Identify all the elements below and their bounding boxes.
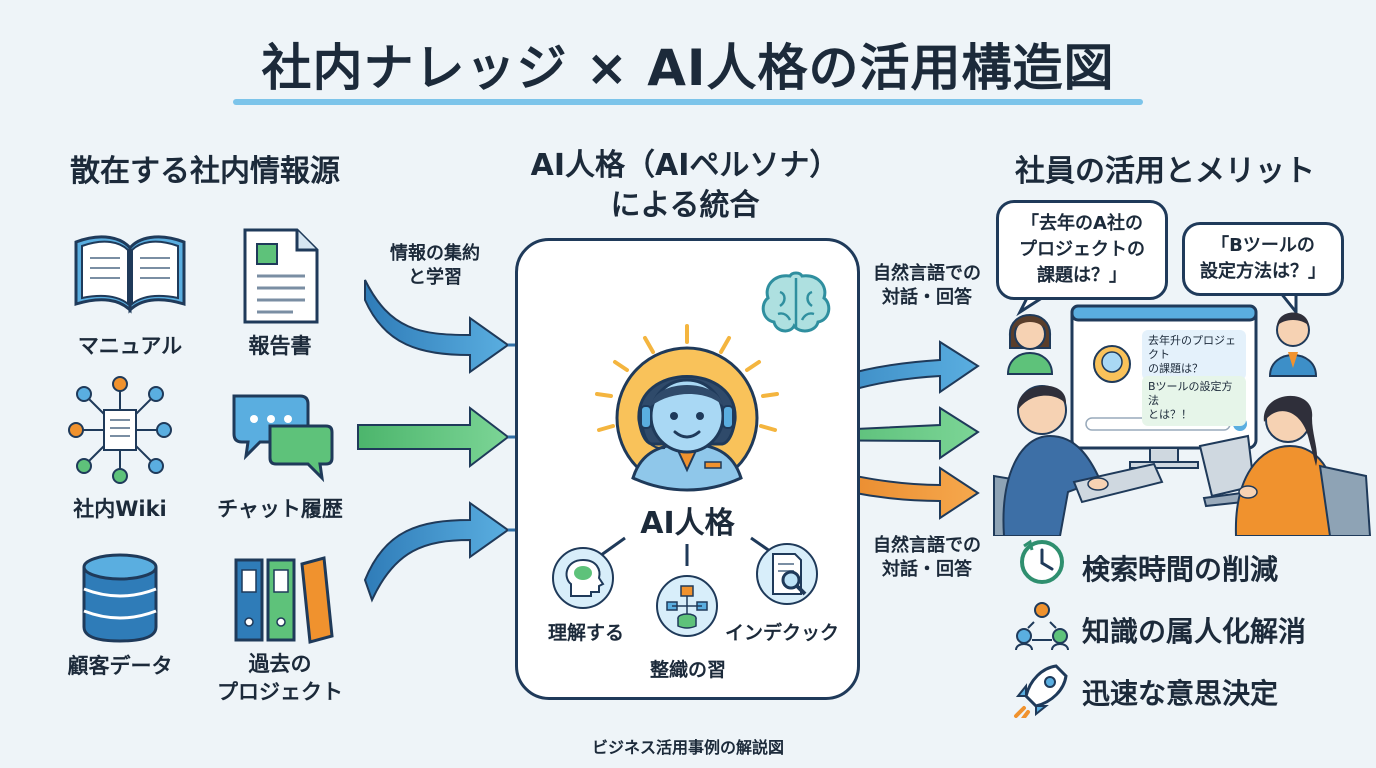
screen-msg1-line2: の課題は？ [1148, 362, 1203, 375]
flow-label-aggregation-line1: 情報の集約 [390, 243, 480, 264]
source-label-manual: マニュアル [77, 334, 183, 358]
source-label-customer-data: 顧客データ [67, 654, 173, 678]
center-section-heading: AI人格（AIペルソナ） による統合 [480, 146, 890, 226]
people-sharing-icon [1015, 602, 1069, 651]
flow-label-aggregation: 情報の集約 と学習 [375, 242, 495, 290]
screen-message-project: 去年升のプロジェクト の課題は？ [1142, 330, 1246, 380]
binders-icon [234, 556, 334, 644]
speech-bubble-tool-question: 「Bツールの 設定方法は？」 [1182, 222, 1344, 296]
source-label-report: 報告書 [248, 334, 312, 358]
database-icon [82, 553, 158, 643]
speech-bubble-project-question: 「去年のA社の プロジェクトの 課題は？」 [996, 200, 1168, 300]
employee-man-icon [1268, 312, 1318, 377]
screen-msg1-line1: 去年升のプロジェクト [1148, 334, 1236, 361]
function-label-index: インデクック [724, 622, 839, 644]
clock-icon [1020, 539, 1064, 584]
bubble2-line1: 「Bツールの [1211, 235, 1315, 256]
source-label-chat: チャット履歴 [217, 497, 343, 521]
network-document-icon [68, 376, 172, 484]
structure-database-icon [656, 575, 718, 637]
center-heading-line2: による統合 [610, 188, 760, 223]
ai-persona-graphics [552, 271, 831, 637]
document-icon [243, 228, 319, 324]
incoming-arrow-middle [357, 405, 510, 469]
flow-label-aggregation-line2: と学習 [408, 267, 462, 288]
chat-bubbles-icon [232, 394, 334, 483]
bubble1-line2: プロジェクトの [1019, 239, 1145, 260]
employees-illustration [993, 290, 1372, 536]
flow-label-dialogue-top: 自然言語での 対話・回答 [862, 262, 992, 310]
incoming-arrow-bottom [363, 501, 510, 603]
bubble1-line3: 課題は？」 [1037, 265, 1127, 286]
incoming-arrow-top [364, 279, 510, 374]
flow-label-bottom-line2: 対話・回答 [882, 559, 972, 580]
benefit-icons [1014, 539, 1069, 718]
right-section-heading: 社員の活用とメリット [1015, 154, 1315, 189]
flow-label-top-line1: 自然言語での [873, 263, 981, 284]
source-label-wiki: 社内Wiki [73, 497, 167, 521]
employee-woman-icon [1006, 314, 1054, 375]
benefit-fast-decisions: 迅速な意思決定 [1082, 677, 1279, 710]
center-heading-line1: AI人格（AIペルソナ） [530, 148, 840, 183]
bubble1-line1: 「去年のA社の [1021, 213, 1143, 234]
ai-persona-label: AI人格 [640, 506, 735, 541]
benefit-knowledge-sharing: 知識の属人化解消 [1082, 615, 1307, 648]
glow-rays [595, 324, 779, 432]
benefit-search-time: 検索時間の削減 [1082, 553, 1279, 586]
flow-label-top-line2: 対話・回答 [882, 287, 972, 308]
bubble2-line2: 設定方法は？」 [1200, 261, 1326, 282]
title-underline [233, 99, 1143, 105]
document-search-icon [756, 543, 818, 605]
flow-label-bottom-line1: 自然言語での [873, 535, 981, 556]
screen-message-tool: Bツールの設定方法 とは？！ [1142, 376, 1246, 426]
function-connectors [596, 536, 778, 566]
past-projects-line2: プロジェクト [217, 680, 343, 704]
employee-man-typing-icon [993, 385, 1164, 536]
footer-caption: ビジネス活用事例の解説図 [591, 738, 784, 757]
function-label-understand: 理解する [547, 622, 624, 644]
source-label-past-projects: 過去の プロジェクト [200, 650, 360, 706]
screen-msg2-line1: Bツールの設定方法 [1148, 380, 1233, 407]
function-label-organize: 整織の習 [649, 659, 726, 681]
book-icon [74, 235, 186, 314]
rocket-icon [1014, 664, 1068, 718]
ai-persona-avatar [615, 346, 759, 492]
flow-label-dialogue-bottom: 自然言語での 対話・回答 [862, 534, 992, 582]
past-projects-line1: 過去の [248, 652, 312, 676]
screen-msg2-line2: とは？！ [1148, 408, 1192, 421]
diagram-title: 社内ナレッジ × AI人格の活用構造図 [261, 39, 1115, 97]
head-brain-icon [552, 547, 614, 609]
employee-woman-laptop-icon [1198, 395, 1372, 536]
brain-icon [761, 271, 831, 333]
left-section-heading: 散在する社内情報源 [70, 154, 340, 189]
